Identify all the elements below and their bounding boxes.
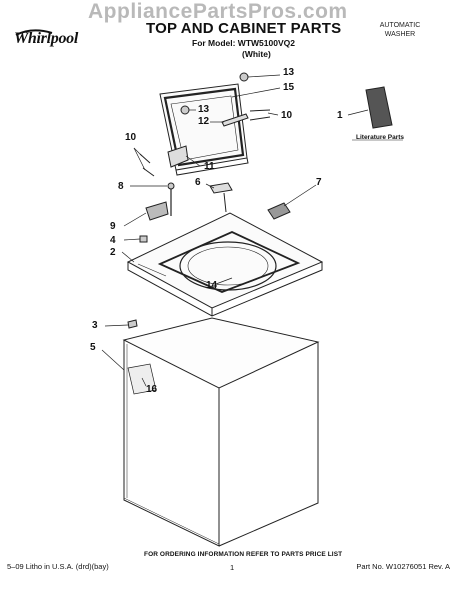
callout-11: 11 — [204, 161, 215, 172]
watermark: AppliancePartsPros.com — [88, 0, 348, 23]
leader-lines — [101, 74, 369, 387]
callout-7: 7 — [316, 177, 322, 188]
part-number: Part No. W10276051 Rev. A — [356, 562, 450, 571]
doc-type-line2: WASHER — [384, 31, 416, 38]
dispenser-cap-7 — [267, 202, 291, 220]
whirlpool-logo — [15, 29, 53, 36]
callout-1: 1 — [337, 110, 343, 121]
callout-8: 8 — [118, 181, 124, 192]
callout-10-left: 10 — [125, 132, 137, 143]
page-number: 1 — [230, 563, 235, 572]
brand-name: Whirlpool — [14, 30, 78, 47]
literature-booklet — [365, 86, 393, 129]
model-line: For Model: WTW5100VQ2 — [192, 38, 295, 48]
callout-9: 9 — [110, 221, 116, 232]
clip-3 — [127, 319, 138, 329]
literature-parts-label: Literature Parts — [356, 134, 405, 141]
color-line: (White) — [242, 49, 271, 59]
ordering-note: FOR ORDERING INFORMATION REFER TO PARTS … — [144, 551, 343, 558]
bumper-13b — [180, 105, 190, 115]
callout-16: 16 — [146, 384, 158, 395]
lid-strike-part — [167, 145, 189, 168]
bumper-13a — [239, 72, 249, 82]
callout-12: 12 — [198, 116, 210, 127]
callout-3: 3 — [92, 320, 98, 331]
doc-type: AUTOMATIC WASHER — [370, 21, 430, 39]
callout-13-top: 13 — [283, 67, 295, 78]
callout-15: 15 — [283, 82, 295, 93]
callout-13-mid: 13 — [198, 104, 210, 115]
callout-4: 4 — [110, 235, 116, 246]
page-title: TOP AND CABINET PARTS — [146, 20, 342, 37]
callout-5: 5 — [90, 342, 96, 353]
callout-14: 14 — [206, 280, 218, 291]
top-panel — [126, 212, 324, 317]
callout-2: 2 — [110, 247, 116, 258]
hinge-part — [221, 113, 249, 127]
lid-switch-9 — [145, 201, 169, 221]
litho-info: 5–09 Litho in U.S.A. (drd)(bay) — [7, 562, 109, 571]
callout-6: 6 — [195, 177, 201, 188]
callout-10-right: 10 — [281, 110, 293, 121]
hinge-pin-6 — [209, 182, 233, 194]
cabinet — [122, 317, 320, 547]
sticker-16 — [127, 363, 157, 395]
clip-4 — [139, 235, 148, 243]
doc-type-line1: AUTOMATIC — [379, 22, 421, 29]
